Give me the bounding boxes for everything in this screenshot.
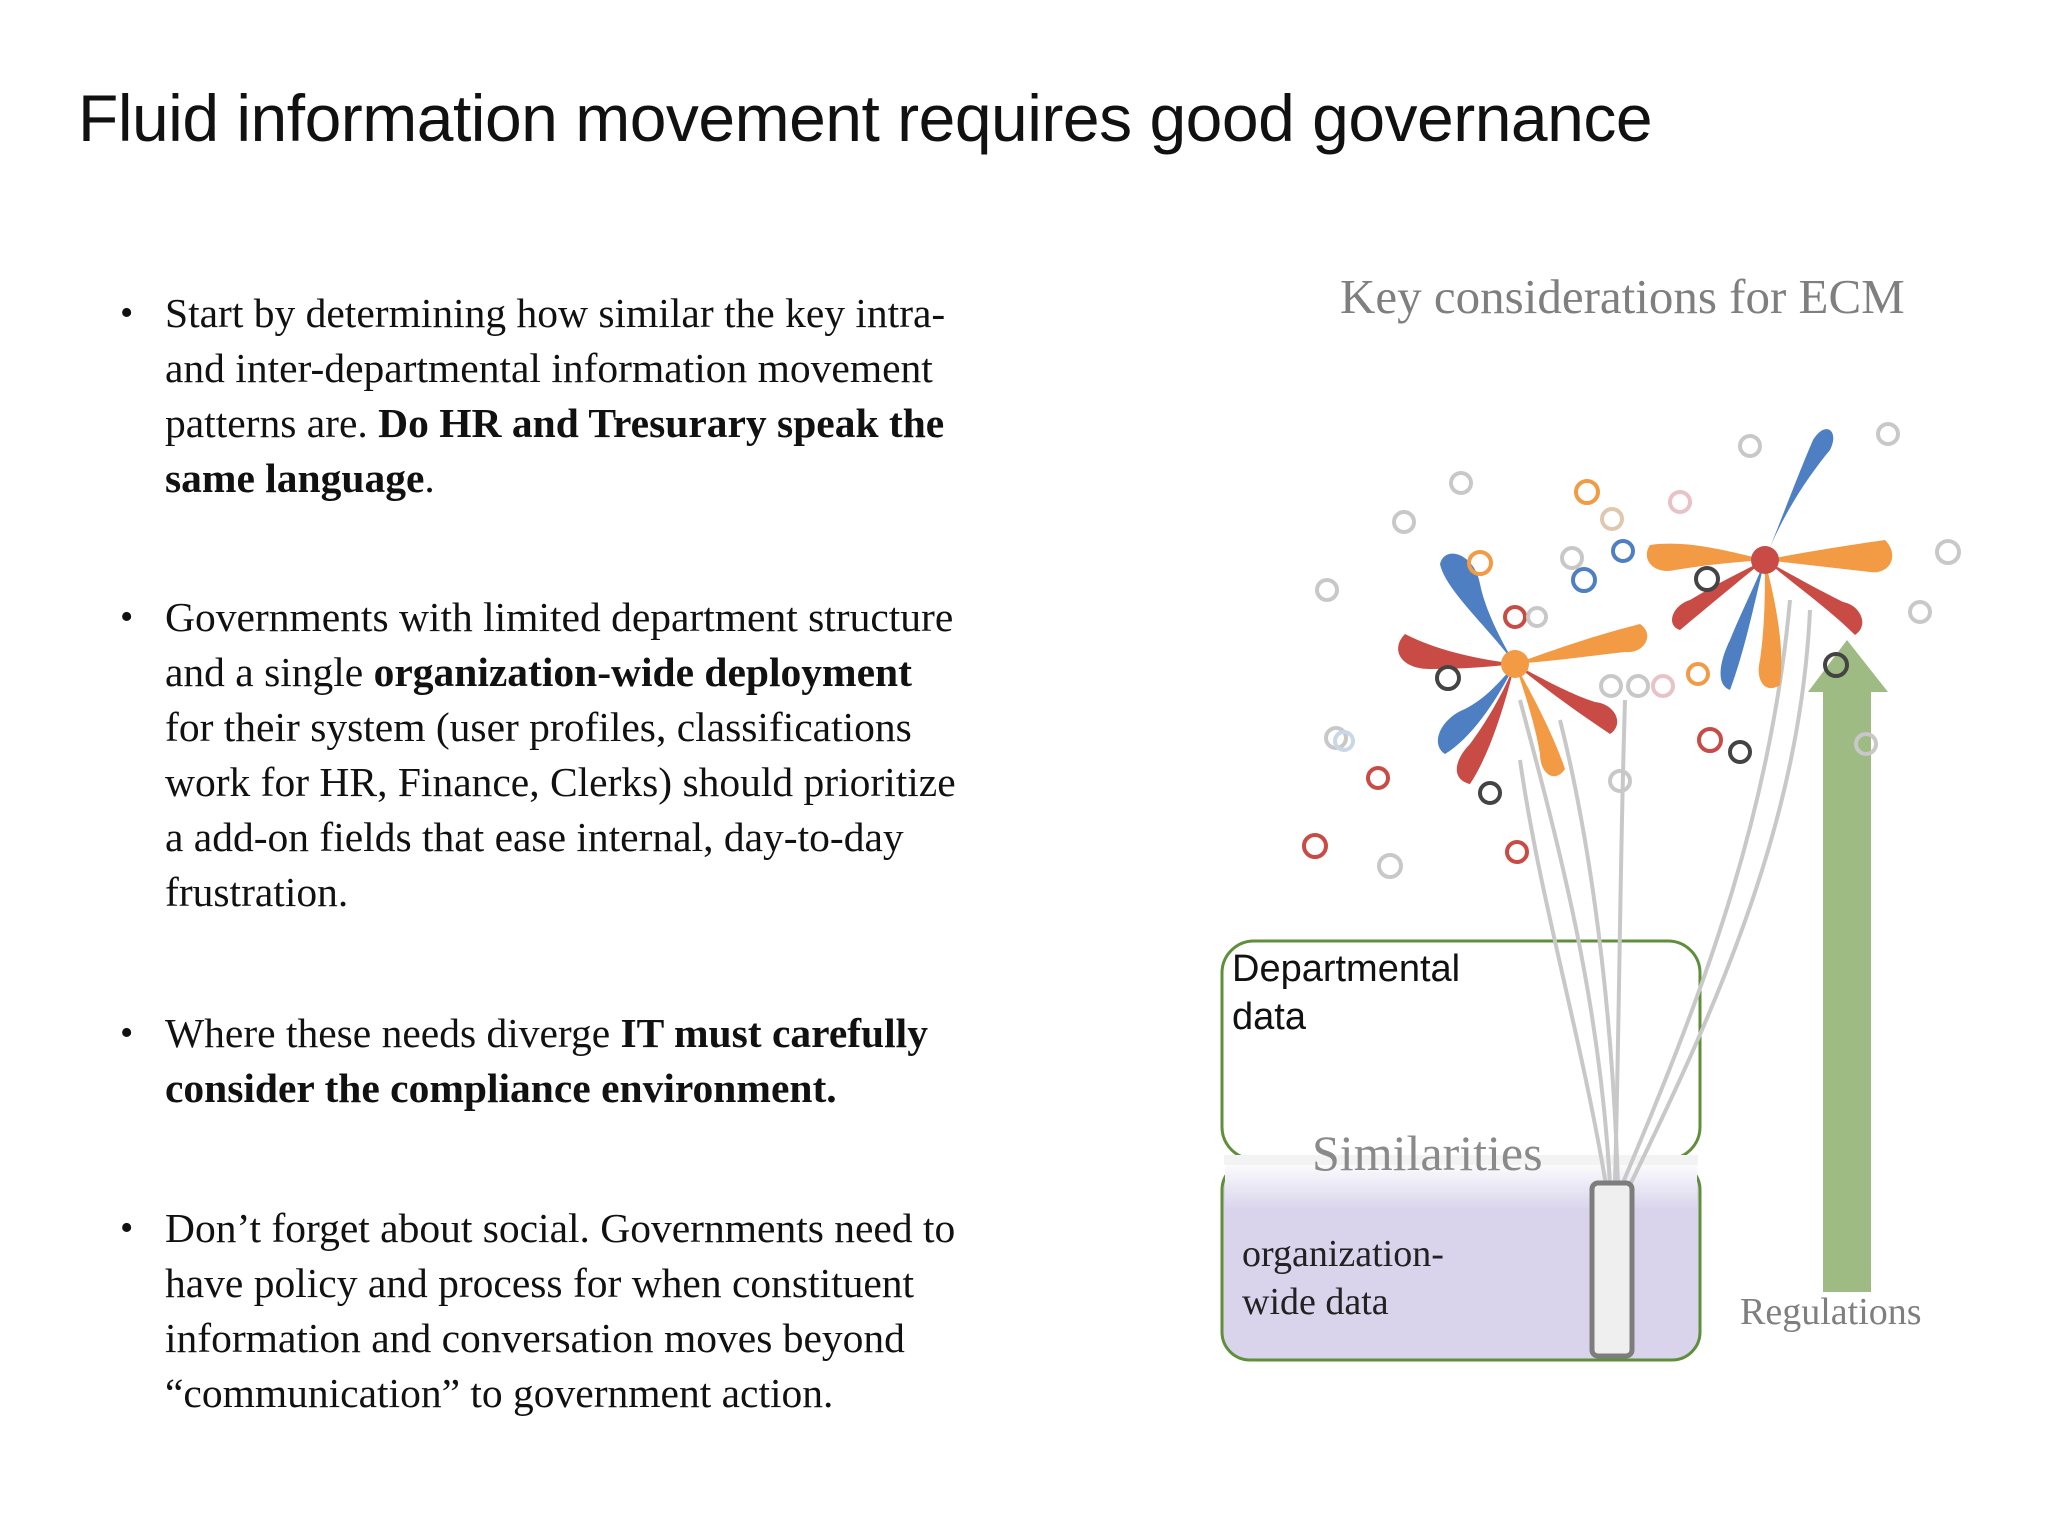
- bullet-text: Where these needs diverge: [165, 1010, 621, 1056]
- org-label-line: organization-: [1242, 1233, 1444, 1275]
- bullet-item-3: • Where these needs diverge IT must care…: [120, 1006, 1080, 1116]
- bullet-bold-text: organization-wide deployment: [373, 649, 912, 695]
- similarities-label: Similarities: [1312, 1125, 1543, 1181]
- bullet-text: have policy and process for when constit…: [165, 1260, 915, 1306]
- regulations-arrow: [1808, 640, 1888, 1292]
- bullet-text: Governments with limited department stru…: [165, 594, 954, 640]
- bullet-bold-text: same language: [165, 455, 425, 501]
- vase: [1589, 1180, 1635, 1359]
- bullet-text: “communication” to government action.: [165, 1370, 834, 1416]
- bullet-text: and a single: [165, 649, 374, 695]
- bullet-bold-text: consider the compliance environment.: [165, 1065, 837, 1111]
- bullet-text: and inter-departmental information movem…: [165, 345, 933, 391]
- bullet-text: Don’t forget about social. Governments n…: [165, 1205, 956, 1251]
- bullet-dot: •: [120, 292, 134, 334]
- bullet-dot: •: [120, 1012, 134, 1054]
- box-overlap: [1224, 1155, 1698, 1165]
- bullet-item-2: • Governments with limited department st…: [120, 590, 1080, 920]
- bullet-item-4: • Don’t forget about social. Governments…: [120, 1201, 1080, 1421]
- ecm-diagram: [1220, 422, 1961, 1362]
- bullet-text: information and conversation moves beyon…: [165, 1315, 905, 1361]
- decorative-rings: [1302, 422, 1961, 879]
- flower-stems: [1518, 599, 1812, 1186]
- departmental-data-label: Departmental data: [1232, 945, 1492, 1041]
- flower-right: [1646, 429, 1893, 690]
- bullet-bold-text: IT must carefully: [620, 1010, 928, 1056]
- bullet-text: Start by determining how similar the key…: [165, 290, 946, 336]
- bullet-dot: •: [120, 596, 134, 638]
- bullet-text: frustration.: [165, 869, 349, 915]
- regulations-label: Regulations: [1740, 1291, 1922, 1333]
- flower-left: [1398, 553, 1648, 784]
- bullet-text: patterns are.: [165, 400, 379, 446]
- departmental-label-line: data: [1232, 996, 1306, 1038]
- departmental-label-line: Departmental: [1232, 948, 1461, 990]
- bullet-text: a add-on fields that ease internal, day-…: [165, 814, 904, 860]
- bullet-dot: •: [120, 1207, 134, 1249]
- bullet-bold-text: Do HR and Tresurary speak the: [378, 400, 945, 446]
- org-wide-data-label: organization- wide data: [1242, 1230, 1482, 1326]
- bullet-item-1: • Start by determining how similar the k…: [120, 286, 1080, 506]
- bullet-text: for their system (user profiles, classif…: [165, 704, 912, 750]
- org-label-line: wide data: [1242, 1281, 1389, 1323]
- diagram-title: Key considerations for ECM: [1340, 269, 1905, 324]
- bullet-text: .: [424, 455, 435, 501]
- slide-title: Fluid information movement requires good…: [78, 81, 1653, 155]
- bullet-text: work for HR, Finance, Clerks) should pri…: [165, 759, 956, 805]
